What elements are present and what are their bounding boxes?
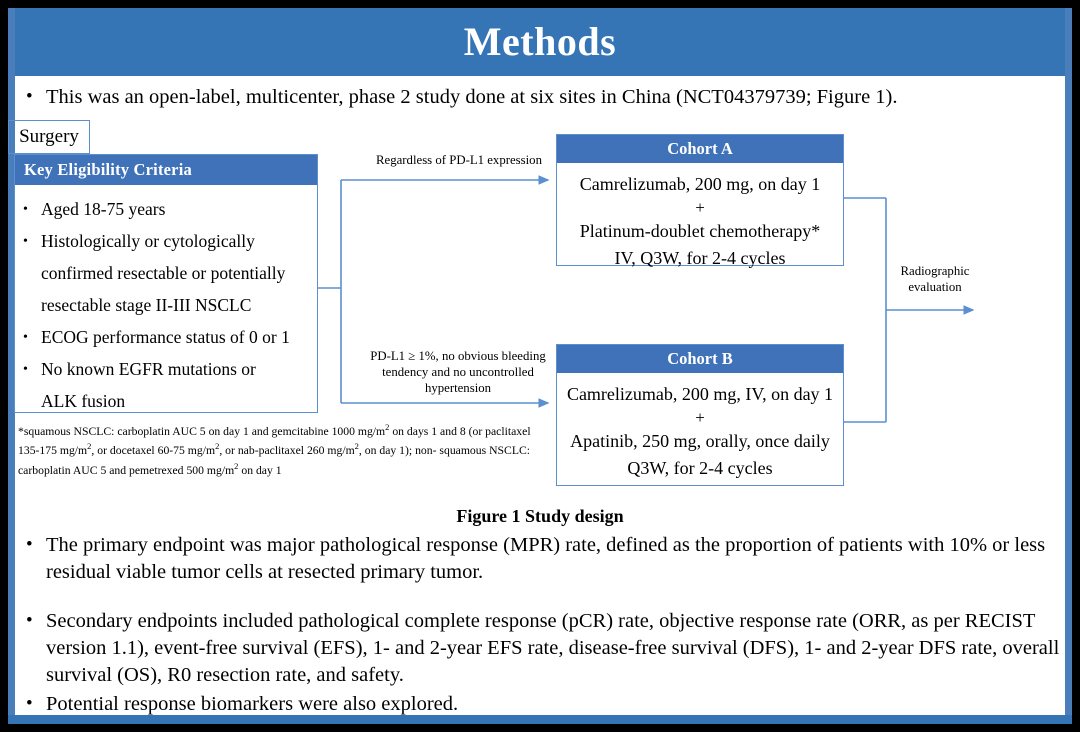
cohort-a-line3: IV, Q3W, for 2-4 cycles: [614, 248, 786, 268]
bullet-text: The primary endpoint was major pathologi…: [46, 534, 1046, 583]
bullet-text: Potential response biomarkers were also …: [46, 693, 459, 715]
surgery-label: Surgery: [19, 126, 79, 147]
footnote-sup: 2: [385, 422, 390, 432]
slide-right-accent-bar: [1065, 8, 1072, 724]
bullet-marker: •: [26, 610, 33, 631]
slide: Methods • This was an open-label, multic…: [8, 8, 1072, 724]
bullet-marker: •: [23, 330, 28, 345]
cohort-b-header: Cohort B: [557, 345, 843, 373]
bullet-marker: •: [23, 234, 28, 249]
footnote-line3-b: on day 1: [238, 463, 282, 477]
cohort-b-line1: Camrelizumab, 200 mg, IV, on day 1: [566, 384, 834, 404]
footnote-line1-a: *squamous NSCLC: carboplatin AUC 5 on da…: [18, 424, 386, 438]
list-item: • No known EGFR mutations or: [23, 354, 311, 385]
footnote-line3-a: squamous NSCLC: carboplatin AUC 5 and pe…: [18, 444, 531, 477]
eligibility-header: Key Eligibility Criteria: [15, 155, 317, 185]
bullet-marker: •: [26, 534, 33, 555]
cohort-a-box: Cohort A Camrelizumab, 200 mg, on day 1 …: [556, 134, 844, 268]
figure-caption: Figure 1 Study design: [456, 506, 624, 526]
slide-title-banner: Methods: [15, 8, 1065, 76]
list-item-label: confirmed resectable or potentially: [41, 263, 286, 283]
connector-label-bottom: PD-L1 ≥ 1%, no obvious bleeding tendency…: [370, 349, 546, 395]
cohort-b-box: Cohort B Camrelizumab, 200 mg, IV, on da…: [556, 344, 844, 486]
cohort-a-body: Camrelizumab, 200 mg, on day 1 + Platinu…: [557, 163, 843, 272]
list-item-label: Aged 18-75 years: [41, 199, 166, 219]
bullet-text: Secondary endpoints included pathologica…: [46, 610, 1060, 686]
list-item-label: resectable stage II-III NSCLC: [41, 295, 252, 315]
slide-left-accent-bar: [8, 8, 15, 724]
list-item-continuation: ALK fusion: [23, 386, 311, 417]
bullet-marker: •: [26, 693, 33, 714]
cohort-a-line1: Camrelizumab, 200 mg, on day 1: [579, 174, 821, 194]
list-item-continuation: resectable stage II-III NSCLC: [23, 290, 311, 321]
footnote-sup: 2: [234, 460, 239, 471]
cohort-a-line2: Platinum-doublet chemotherapy*: [579, 221, 821, 241]
chemotherapy-footnote: *squamous NSCLC: carboplatin AUC 5 on da…: [18, 420, 548, 478]
cohort-b-body: Camrelizumab, 200 mg, IV, on day 1 + Apa…: [557, 373, 843, 482]
footnote-line1-b: on days 1 and 8 (or: [389, 424, 483, 438]
eligibility-list: • Aged 18-75 years • Histologically or c…: [15, 185, 317, 417]
footnote-line2-b: , or docetaxel 60-75 mg/m: [91, 444, 216, 458]
intro-bullet-text: This was an open-label, multicenter, pha…: [46, 86, 898, 108]
list-item: • ECOG performance status of 0 or 1: [23, 322, 311, 353]
footnote-line2-c: , or nab-paclitaxel 260 mg/m: [219, 444, 355, 458]
bullet-marker: •: [23, 362, 28, 377]
cohort-b-line3: Q3W, for 2-4 cycles: [627, 458, 773, 478]
bullet-primary-endpoint: • The primary endpoint was major patholo…: [26, 532, 1056, 586]
footnote-sup: 2: [215, 441, 220, 452]
cohort-a-header: Cohort A: [557, 135, 843, 163]
slide-bottom-accent-bar: [8, 715, 1072, 724]
study-design-figure: Key Eligibility Criteria • Aged 18-75 ye…: [8, 120, 1072, 502]
list-item: • Histologically or cytologically: [23, 226, 311, 257]
eligibility-criteria-box: Key Eligibility Criteria • Aged 18-75 ye…: [14, 154, 318, 413]
bullet-marker: •: [23, 202, 28, 217]
intro-bullet: • This was an open-label, multicenter, p…: [26, 84, 1056, 111]
list-item: • Aged 18-75 years: [23, 194, 311, 225]
bullet-marker: •: [26, 86, 33, 107]
list-item-label: No known EGFR mutations or: [41, 359, 256, 379]
footnote-line2-a: paclitaxel 135-175 mg/m: [18, 424, 531, 458]
list-item-label: ALK fusion: [41, 391, 126, 411]
list-item-label: ECOG performance status of 0 or 1: [41, 327, 290, 347]
footnote-sup: 2: [354, 441, 359, 452]
footnote-line2-d: , on day 1); non-: [358, 444, 437, 458]
footnote-sup: 2: [87, 441, 92, 452]
page-title: Methods: [463, 19, 617, 64]
list-item-label: Histologically or cytologically: [41, 231, 255, 251]
cohort-b-plus: +: [695, 408, 705, 427]
list-item-continuation: confirmed resectable or potentially: [23, 258, 311, 289]
cohort-b-line2: Apatinib, 250 mg, orally, once daily: [570, 431, 830, 451]
connector-label-top: Regardless of PD-L1 expression: [376, 153, 542, 167]
bullet-biomarkers: • Potential response biomarkers were als…: [26, 691, 726, 718]
surgery-box: Surgery: [8, 120, 90, 154]
bullet-secondary-endpoints: • Secondary endpoints included pathologi…: [26, 608, 1060, 689]
connector-label-radiographic: Radiographic evaluation: [900, 264, 970, 294]
cohort-a-plus: +: [695, 198, 705, 217]
